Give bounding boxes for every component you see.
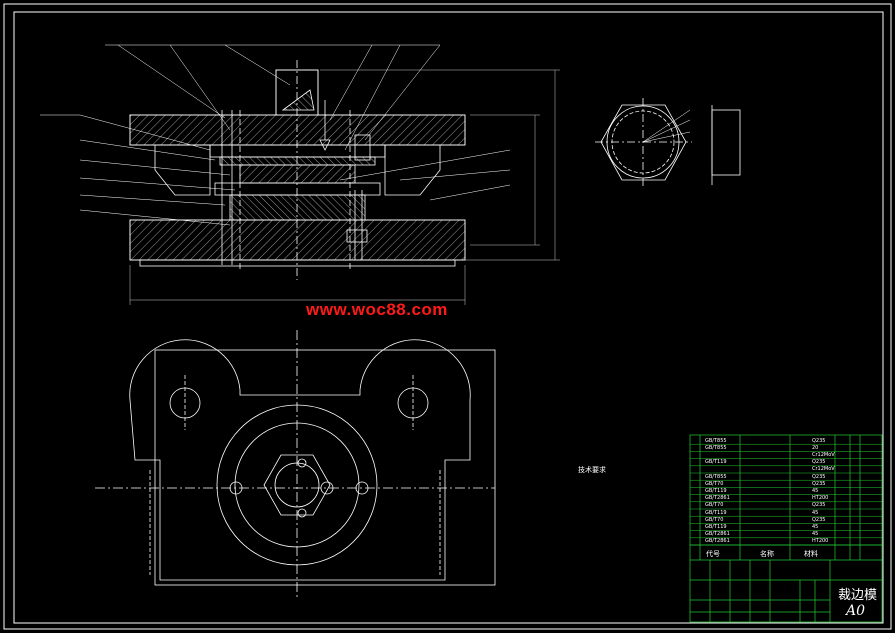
- bom-code: GB/T855: [705, 444, 727, 451]
- watermark-text: www.woc88.com: [306, 300, 448, 319]
- bom-code: GB/T2861: [705, 495, 730, 502]
- bom-code: GB/T2861: [705, 531, 730, 538]
- leader-lines: [40, 44, 511, 226]
- front-section-view: [129, 60, 466, 280]
- bom-code: GB/T70: [705, 516, 724, 523]
- bom-row-lines: [690, 443, 882, 546]
- tech-notes-title: 技术要求: [578, 466, 606, 474]
- bom-code: GB/T855: [705, 437, 727, 444]
- bom-code: GB/T119: [705, 459, 727, 466]
- bom-code: GB/T119: [705, 523, 727, 530]
- outer-border: [3, 3, 892, 630]
- inner-border: [13, 11, 884, 624]
- bom-material: HT200: [812, 538, 829, 545]
- bom-material: HT200: [812, 495, 829, 502]
- bom-material: 45: [812, 523, 819, 530]
- bom-code: GB/T70: [705, 480, 724, 487]
- bom-material: Q235: [812, 473, 826, 480]
- bom-material: 45: [812, 487, 819, 494]
- bom-material: Q235: [812, 502, 826, 509]
- bom-material: Q235: [812, 437, 826, 444]
- sheet-size: A0: [846, 603, 866, 619]
- bom-code: GB/T70: [705, 502, 724, 509]
- bom-material: Cr12MoV: [812, 466, 835, 473]
- bom-header-name: 名称: [760, 550, 774, 558]
- drawing-name: 裁边模: [838, 588, 878, 603]
- bom-code: GB/T855: [705, 473, 727, 480]
- bom-code: GB/T119: [705, 487, 727, 494]
- plan-view: [95, 330, 496, 600]
- bom-material: Cr12MoV: [812, 451, 835, 458]
- bom-code: GB/T2861: [705, 538, 730, 545]
- bom-code: GB/T119: [705, 509, 727, 516]
- bom-header-material: 材料: [804, 550, 818, 558]
- bom-material: Q235: [812, 516, 826, 523]
- hex-detail-view: [595, 98, 741, 188]
- front-dimensions: [129, 69, 560, 305]
- bom-material: 20: [812, 444, 819, 451]
- bom-material: 45: [812, 509, 819, 516]
- bom-material: Q235: [812, 480, 826, 487]
- bom-header-code: 代号: [706, 550, 720, 558]
- bom-material: Q235: [812, 459, 826, 466]
- bom-material: 45: [812, 531, 819, 538]
